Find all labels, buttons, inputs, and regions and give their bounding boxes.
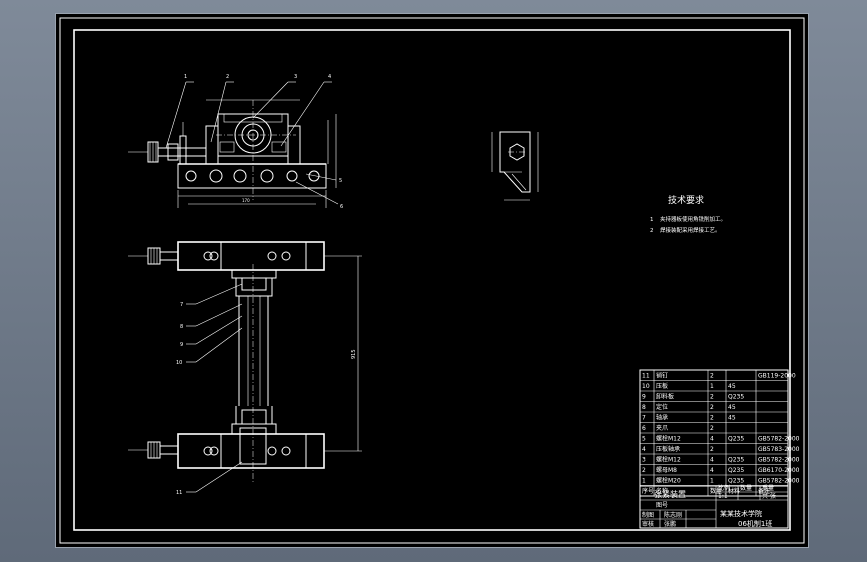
tech-req-text-2: 焊接装配采用焊接工艺。 [660, 226, 721, 234]
scale-label: 比例 [718, 484, 730, 492]
school-name: 某某技术学院 [720, 509, 762, 518]
leader-label-5: 5 [339, 178, 342, 184]
leader-label-7: 7 [180, 302, 183, 308]
parts-cell-material: 45 [728, 404, 736, 411]
parts-cell-qty: 4 [710, 436, 714, 443]
parts-cell-no: 2 [642, 467, 646, 474]
parts-cell-qty: 4 [710, 467, 714, 474]
leader-label-4: 4 [328, 74, 331, 80]
checker-name: 张鹏 [664, 520, 676, 528]
top-view [128, 241, 362, 493]
side-view [491, 131, 539, 201]
parts-cell-no: 8 [642, 404, 646, 411]
parts-header-name: 名称 [656, 487, 668, 495]
parts-cell-name: 定位 [656, 403, 668, 411]
parts-cell-note: GB6170-2000 [758, 467, 800, 474]
parts-cell-name: 螺母M8 [656, 466, 677, 474]
parts-cell-material: 45 [728, 415, 736, 422]
parts-cell-name: 夹爪 [656, 424, 668, 432]
parts-cell-qty: 1 [710, 383, 714, 390]
parts-cell-no: 10 [642, 383, 650, 390]
parts-cell-material: Q235 [728, 394, 744, 401]
parts-cell-name: 轴承 [656, 414, 668, 422]
parts-cell-no: 11 [642, 373, 650, 380]
parts-cell-qty: 2 [710, 415, 714, 422]
leader-label-2: 2 [226, 74, 229, 80]
parts-cell-name: 销钉 [656, 372, 668, 380]
tech-req-no-1: 1 [650, 217, 654, 223]
parts-cell-no: 9 [642, 394, 646, 401]
parts-cell-name: 螺栓M12 [656, 456, 681, 464]
tech-req-no-2: 2 [650, 228, 654, 234]
parts-cell-no: 1 [642, 478, 646, 485]
parts-cell-qty: 2 [710, 425, 714, 432]
leader-label-3: 3 [294, 74, 297, 80]
weight-label: 重量 [762, 484, 774, 492]
checker-label: 审核 [642, 520, 654, 528]
parts-cell-material: Q235 [728, 478, 744, 485]
drawing-no: 图号 [656, 502, 668, 509]
dim-center-distance: 915 [351, 349, 357, 359]
parts-cell-qty: 4 [710, 457, 714, 464]
outer-border [59, 17, 805, 544]
designer-label: 制图 [642, 511, 654, 519]
parts-cell-note: GB5782-2000 [758, 457, 800, 464]
leader-label-1: 1 [184, 74, 187, 80]
parts-cell-no: 4 [642, 446, 646, 453]
technical-requirements: 技术要求 1 夹持器板使用角铣削加工。 2 焊接装配采用焊接工艺。 [650, 194, 726, 234]
top-view-leader-labels: 7 8 9 10 11 915 [176, 302, 357, 496]
designer-name: 陈志刚 [664, 511, 682, 519]
parts-cell-material: Q235 [728, 457, 744, 464]
parts-cell-name: 压板 [656, 382, 668, 390]
leader-label-8: 8 [180, 324, 183, 330]
parts-cell-material: Q235 [728, 467, 744, 474]
parts-cell-no: 5 [642, 436, 646, 443]
leader-label-6: 6 [340, 204, 343, 210]
parts-cell-no: 3 [642, 457, 646, 464]
parts-cell-qty: 2 [710, 446, 714, 453]
parts-cell-qty: 2 [710, 404, 714, 411]
tech-req-text-1: 夹持器板使用角铣削加工。 [660, 215, 726, 223]
parts-header-no: 序号 [642, 487, 654, 495]
parts-cell-qty: 2 [710, 394, 714, 401]
drawing-sheet: 1 2 3 4 5 6 170 [56, 14, 808, 547]
leader-label-11: 11 [176, 490, 182, 496]
qty-label: 数量 [740, 484, 752, 492]
front-view [128, 81, 339, 208]
parts-cell-note: GB5782-2000 [758, 436, 800, 443]
parts-cell-name: 压板轴承 [656, 445, 680, 453]
parts-cell-qty: 2 [710, 373, 714, 380]
parts-cell-no: 7 [642, 415, 646, 422]
parts-cell-name: 螺栓M20 [656, 477, 681, 485]
parts-cell-name: 螺栓M12 [656, 435, 681, 443]
parts-header-note: 备注 [758, 487, 770, 495]
leader-label-10: 10 [176, 360, 182, 366]
parts-cell-material: Q235 [728, 436, 744, 443]
sheet-label: 共 张 [762, 492, 776, 500]
parts-cell-note: GB119-2000 [758, 373, 796, 380]
parts-cell-note: GB5783-2000 [758, 446, 800, 453]
tech-req-heading: 技术要求 [668, 194, 704, 206]
inner-border [73, 29, 791, 531]
parts-cell-qty: 1 [710, 478, 714, 485]
parts-cell-material: 45 [728, 383, 736, 390]
class-name: 06机制1班 [738, 519, 772, 528]
parts-cell-note: GB5782-2000 [758, 478, 800, 485]
title-block: 张紧装置 比例 1:1 数量 重量 共 张 图号 制图 陈志刚 审核 张鹏 某某… [639, 484, 789, 529]
dim-overall-width: 170 [242, 198, 250, 203]
parts-header-material: 材料 [728, 487, 740, 495]
front-view-leader-labels: 1 2 3 4 5 6 170 [184, 74, 343, 210]
assembly-drawing: 1 2 3 4 5 6 170 [59, 17, 805, 544]
parts-cell-name: 卸料板 [656, 393, 674, 401]
scale-value: 1:1 [718, 493, 728, 500]
parts-cell-no: 6 [642, 425, 646, 432]
assembly-name: 张紧装置 [654, 489, 686, 499]
leader-label-9: 9 [180, 342, 183, 348]
